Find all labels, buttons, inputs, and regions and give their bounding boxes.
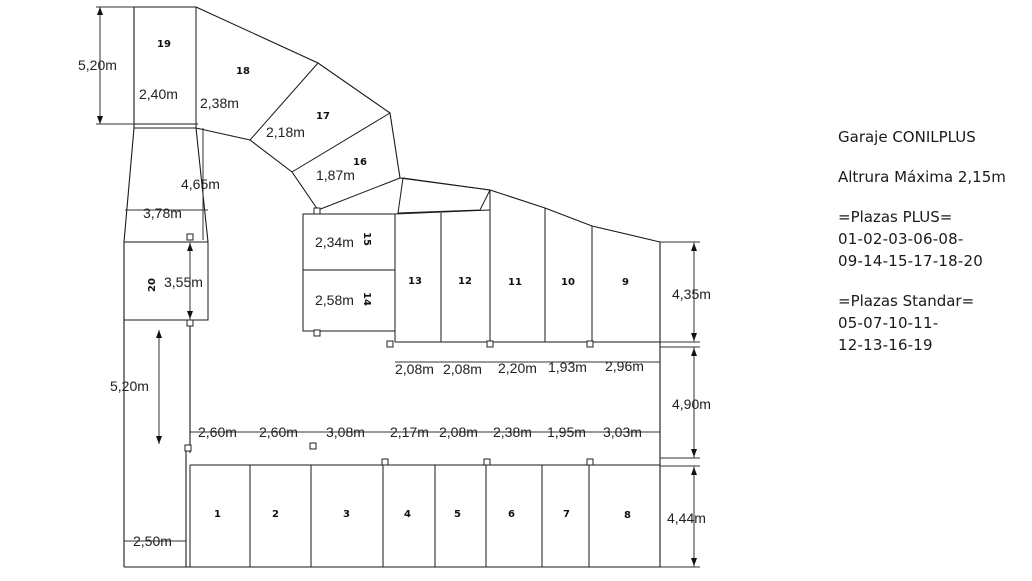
- dim-corner: 2,50m: [133, 533, 172, 549]
- spot-8-label: 8: [624, 510, 631, 521]
- spot-3-label: 3: [343, 509, 350, 520]
- dim-lower-width-8: 3,03m: [603, 424, 642, 440]
- spot-7-label: 7: [563, 509, 570, 520]
- legend-standard-heading: =Plazas Standar=: [838, 292, 975, 310]
- spot-19-label: 19: [157, 39, 171, 50]
- lower-row-spots: 1 2 3 4 5 6 7 8: [184, 442, 660, 567]
- spot-12-label: 12: [458, 276, 472, 287]
- dim-14-width: 2,58m: [315, 292, 354, 308]
- spot-5-label: 5: [454, 509, 461, 520]
- dim-17-width: 2,18m: [266, 124, 305, 140]
- dim-upper-row-height: 4,35m: [672, 286, 711, 302]
- dim-19-width: 2,40m: [139, 86, 178, 102]
- legend-max-height: Altrura Máxima 2,15m: [838, 168, 1006, 186]
- dim-upper-width-12: 2,08m: [443, 361, 482, 377]
- dim-lower-width-6: 2,38m: [493, 424, 532, 440]
- dim-16-width: 1,87m: [316, 167, 355, 183]
- dim-upper-width-11: 2,20m: [498, 360, 537, 376]
- dim-lower-width-1: 2,60m: [198, 424, 237, 440]
- legend-plus-line: 01-02-03-06-08-: [838, 230, 964, 248]
- legend-standard-line: 05-07-10-11-: [838, 314, 939, 332]
- dim-lower-width-4: 2,17m: [390, 424, 429, 440]
- dim-18-width: 2,38m: [200, 95, 239, 111]
- dim-lower-width-2: 2,60m: [259, 424, 298, 440]
- legend-plus-line: 09-14-15-17-18-20: [838, 252, 983, 270]
- spot-17-label: 17: [316, 111, 330, 122]
- legend-title: Garaje CONILPLUS: [838, 128, 976, 146]
- dim-mid-aisle-height: 5,20m: [110, 378, 149, 394]
- dimension-lines: [96, 6, 700, 568]
- dim-aisle-height: 4,90m: [672, 396, 711, 412]
- dim-lower-width-7: 1,95m: [547, 424, 586, 440]
- dim-lower-width-5: 2,08m: [439, 424, 478, 440]
- dim-lower-width-3: 3,08m: [326, 424, 365, 440]
- upper-row-spots: 13 12 11 10 9: [386, 177, 660, 348]
- legend-plus-heading: =Plazas PLUS=: [838, 208, 953, 226]
- spot-6-label: 6: [508, 509, 515, 520]
- spot-2-label: 2: [272, 509, 279, 520]
- spot-20-label: 20: [147, 278, 158, 292]
- dim-entry: 3,78m: [143, 205, 182, 221]
- legend: Garaje CONILPLUS Altrura Máxima 2,15m =P…: [838, 126, 1006, 356]
- dim-ramp: 4,65m: [181, 176, 220, 192]
- dim-upper-width-13: 2,08m: [395, 361, 434, 377]
- ramp-spots: 19 18 17 16: [157, 7, 401, 215]
- dim-15-width: 2,34m: [315, 234, 354, 250]
- spot-13-label: 13: [408, 276, 422, 287]
- dim-19-height: 5,20m: [78, 57, 117, 73]
- spot-14-label: 14: [361, 292, 372, 306]
- spot-15-label: 15: [361, 232, 372, 246]
- outer-walls: [123, 6, 661, 568]
- spot-4-label: 4: [404, 509, 411, 520]
- dim-upper-width-10: 1,93m: [548, 359, 587, 375]
- dim-lower-row-height: 4,44m: [667, 510, 706, 526]
- legend-standard-line: 12-13-16-19: [838, 336, 933, 354]
- dim-20-width: 3,55m: [164, 274, 203, 290]
- spot-18-label: 18: [236, 66, 250, 77]
- spot-16-label: 16: [353, 157, 367, 168]
- spot-10-label: 10: [561, 277, 575, 288]
- dimension-labels: 5,20m 2,40m 2,38m 2,18m 1,87m 4,65m 3,78…: [78, 57, 711, 549]
- spot-1-label: 1: [214, 509, 221, 520]
- spot-9-label: 9: [622, 277, 629, 288]
- spot-11-label: 11: [508, 277, 522, 288]
- spots-14-15: 15 14: [302, 213, 396, 337]
- dim-upper-width-9: 2,96m: [605, 358, 644, 374]
